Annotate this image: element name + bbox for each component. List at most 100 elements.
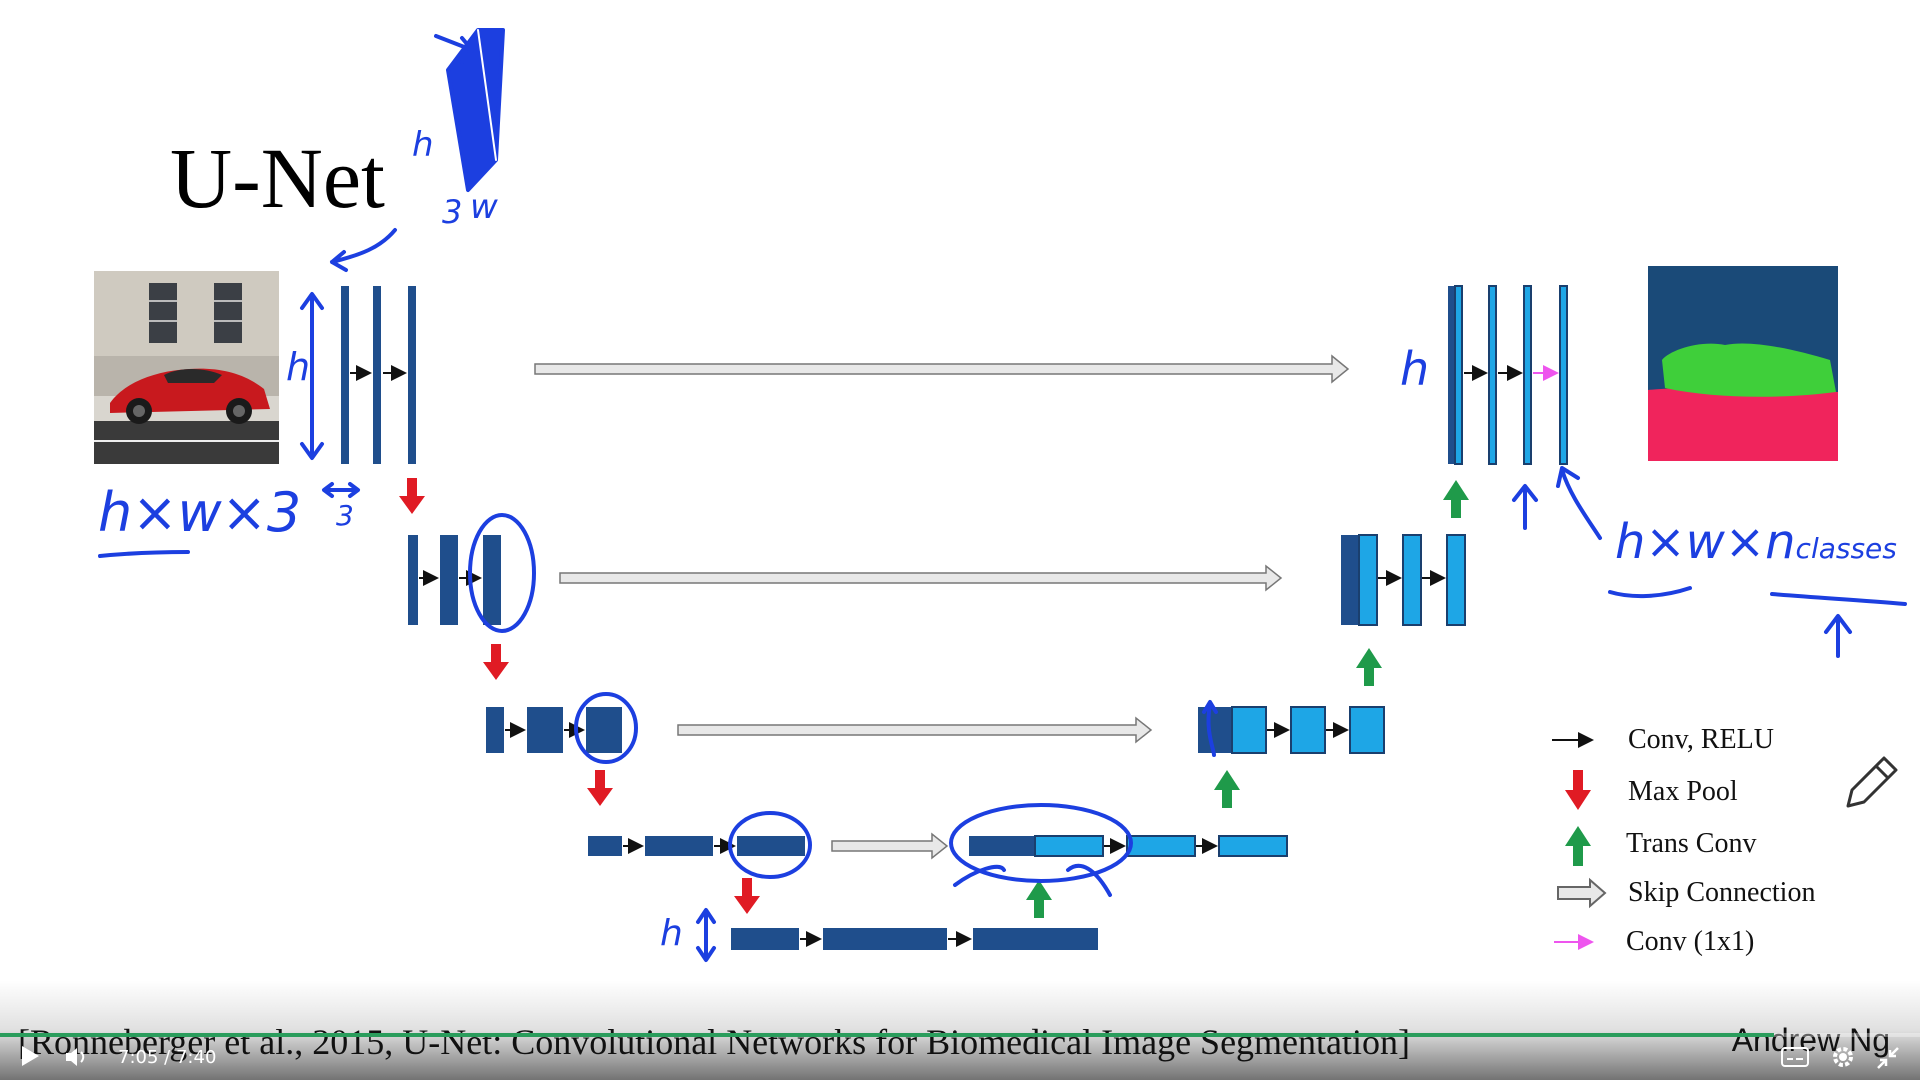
time-separator: /: [164, 1047, 171, 1068]
maxpool-arrows: [399, 478, 760, 914]
feature-map: [1488, 285, 1497, 465]
feature-map: [486, 707, 504, 753]
skip-arrow: [534, 354, 1350, 384]
underline: [1770, 592, 1907, 606]
ink-annotations: [98, 28, 1907, 962]
feature-map: [586, 707, 622, 753]
transconv-arrow: [1214, 770, 1240, 808]
decoder-level-4: [969, 835, 1288, 857]
red-down-arrow-icon: [1565, 770, 1591, 810]
feature-map: [1349, 706, 1385, 754]
annotation-output-subscript: classes: [1795, 532, 1897, 565]
scribble: [953, 863, 1112, 897]
slide-author: Andrew Ng: [1731, 1022, 1890, 1058]
green-up-arrow-icon: [1565, 826, 1591, 866]
slide-citation: [Ronneberger et al., 2015, U-Net: Convol…: [18, 1022, 1410, 1062]
feature-map: [823, 928, 947, 950]
encoder-level-4: [588, 836, 805, 856]
play-icon: [22, 1046, 39, 1066]
skip-copied-map: [1341, 535, 1359, 625]
annotation-output-dims: h×w×nclasses: [1615, 518, 1897, 566]
annotation-output-dims-main: h×w×n: [1615, 514, 1796, 570]
gray-skip-arrow-icon: [1557, 877, 1607, 909]
feature-map: [527, 707, 563, 753]
circle-annotation: [468, 513, 536, 633]
volume-button[interactable]: [64, 1046, 90, 1072]
car-photo-image: [94, 271, 279, 464]
volume-pointer: [434, 34, 474, 64]
annotation-h-bottleneck: h: [660, 913, 683, 954]
annotation-3-width: 3: [336, 499, 354, 532]
progress-bar[interactable]: [0, 1033, 1920, 1037]
feature-map: [1402, 534, 1422, 626]
feature-map: [483, 535, 501, 625]
underline: [98, 550, 190, 558]
up-arrow-annotation: [1824, 614, 1852, 658]
slide-title: U-Net: [170, 130, 385, 226]
legend-conv-1x1: Conv (1x1): [1626, 926, 1755, 957]
upsampled-map: [1454, 285, 1463, 465]
encoder-level-2: [408, 535, 501, 625]
circle-annotation: [728, 811, 812, 879]
feature-map: [973, 928, 1098, 950]
time-display: 7:05 / 7:40: [118, 1047, 216, 1068]
volume-sketch: [446, 28, 505, 192]
annotation-3-volume: 3: [442, 193, 463, 231]
skip-connections: [534, 354, 1350, 860]
feature-map: [737, 836, 805, 856]
legend-skip-connection: Skip Connection: [1628, 877, 1816, 908]
video-player-controls: [0, 980, 1920, 1080]
feature-map: [408, 286, 416, 464]
feature-map: [440, 535, 458, 625]
captions-icon: [1781, 1047, 1809, 1067]
upsampled-map: [1358, 534, 1378, 626]
feature-map: [1446, 534, 1466, 626]
maxpool-arrow: [399, 478, 425, 514]
circle-annotation: [574, 692, 638, 764]
height-bracket: [300, 292, 324, 460]
legend-max-pool: Max Pool: [1628, 776, 1738, 807]
width-bracket: [322, 482, 360, 498]
transconv-arrow: [1356, 648, 1382, 686]
exit-fullscreen-icon: [1877, 1047, 1899, 1069]
feature-map: [1523, 285, 1532, 465]
feature-map: [408, 535, 418, 625]
height-bracket: [696, 908, 716, 962]
decoder-level-3: [1198, 706, 1385, 754]
skip-arrow: [559, 564, 1283, 592]
feature-map: [1290, 706, 1326, 754]
annotation-w-volume: w: [470, 187, 498, 227]
skip-copied-map: [1448, 286, 1455, 464]
encoder-level-1: [341, 286, 416, 464]
small-arrow: [1202, 700, 1218, 757]
settings-button[interactable]: [1830, 1044, 1856, 1074]
maxpool-arrow: [587, 770, 613, 806]
current-time: 7:05: [118, 1047, 159, 1068]
curved-arrow: [330, 228, 397, 272]
maxpool-arrow: [734, 878, 760, 914]
annotation-h-left: h: [286, 345, 311, 389]
decoder-level-1: [1448, 285, 1568, 465]
output-map: [1559, 285, 1568, 465]
legend-icons: [1552, 732, 1607, 950]
upsampled-map: [1231, 706, 1267, 754]
feature-map: [373, 286, 381, 464]
captions-button[interactable]: [1781, 1046, 1809, 1072]
exit-fullscreen-button[interactable]: [1876, 1046, 1900, 1074]
transconv-arrows: [1026, 480, 1469, 918]
skip-copied-map: [1198, 707, 1232, 753]
segmentation-output: [1648, 266, 1838, 461]
encoder-level-3: [486, 707, 622, 753]
annotation-h-output: h: [1400, 342, 1430, 396]
upsampled-map: [1034, 835, 1104, 857]
feature-map: [645, 836, 713, 856]
pencil-icon: [1846, 756, 1898, 808]
skip-copied-map: [969, 836, 1035, 856]
duration: 7:40: [175, 1047, 217, 1068]
play-button[interactable]: [18, 1044, 42, 1074]
transconv-arrow: [1443, 480, 1469, 518]
up-arrow-annotation: [1512, 484, 1538, 530]
bottleneck-level: [731, 928, 1098, 950]
